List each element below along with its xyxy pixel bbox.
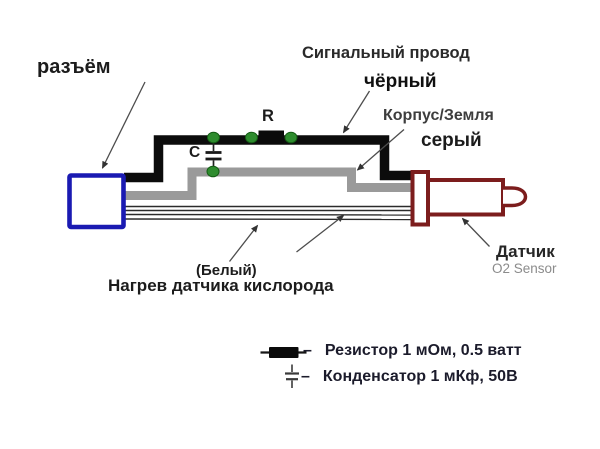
capacitor-component [205, 141, 222, 168]
resistor-ref-label: R [262, 107, 274, 125]
capacitor-symbol [285, 364, 299, 388]
resistor-symbol [260, 347, 307, 358]
signal-wire-arrow [342, 90, 371, 134]
legend-item-capacitor: – Конденсатор 1 мКф, 50В [301, 368, 518, 386]
o2-sensor-shape [410, 170, 528, 227]
ground-label: Корпус/Земля [383, 107, 494, 124]
legend-dash: – [303, 342, 312, 359]
connector-arrow [101, 81, 146, 169]
ground-wire-arrow [356, 129, 405, 171]
junction-dot [245, 131, 258, 144]
legend-capacitor-text: Конденсатор 1 мКф, 50В [322, 368, 518, 385]
connector-box [67, 173, 126, 230]
sensor-body [426, 178, 505, 217]
heater-wire-color-label: (Белый) [196, 262, 257, 279]
ground-color-label: серый [421, 130, 482, 151]
heater-arrow-left [228, 224, 259, 262]
legend-resistor-text: Резистор 1 мОм, 0.5 ватт [324, 342, 522, 359]
junction-dots [206, 131, 298, 178]
signal-wire-label: Сигнальный провод [302, 44, 470, 62]
junction-dot [284, 131, 298, 144]
capacitor-ref-label: C [189, 144, 201, 161]
sensor-label: Датчик [496, 242, 555, 261]
signal-wire-color-label: чёрный [364, 71, 437, 92]
sensor-flange [410, 170, 430, 227]
annotation-arrows [101, 81, 490, 262]
connector-label: разъём [37, 56, 111, 78]
junction-dot [207, 131, 220, 144]
legend-dash: – [301, 368, 310, 385]
heater-arrow-right [296, 214, 345, 253]
legend-item-resistor: – Резистор 1 мОм, 0.5 ватт [303, 342, 522, 360]
resistor-component [258, 130, 284, 144]
sensor-tip [503, 186, 528, 208]
heater-label: Нагрев датчика кислорода [108, 276, 334, 295]
heater-wires [123, 205, 414, 221]
ground-wire-gray [124, 167, 413, 200]
sensor-arrow [461, 217, 490, 247]
sensor-sublabel: O2 Sensor [492, 261, 557, 276]
junction-dot [206, 165, 220, 178]
